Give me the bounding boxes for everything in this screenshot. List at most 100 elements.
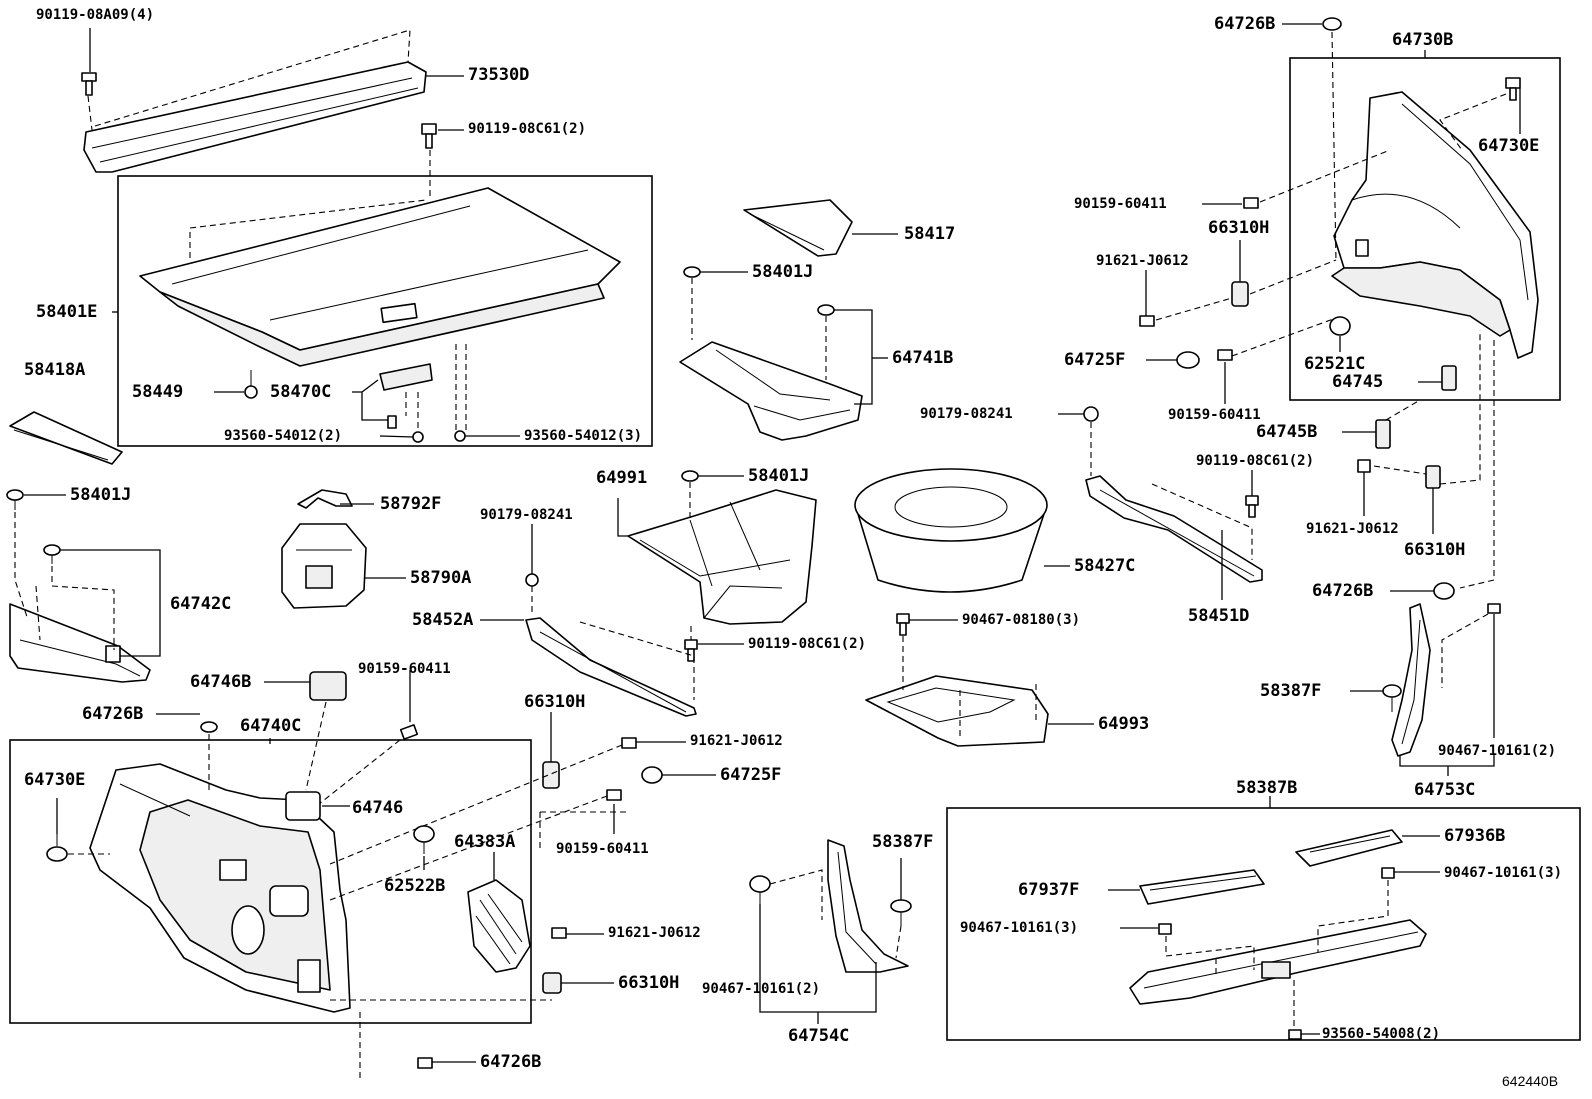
callout-66310H: 66310H [524, 692, 586, 712]
callout-64726B: 64726B [1214, 14, 1276, 34]
mat-58418A [9, 411, 123, 465]
clip-icon [6, 489, 61, 564]
callout-90119-08C61: 90119-08C61(2) [748, 636, 867, 652]
clip-icon [1322, 17, 1342, 31]
clip-icon [749, 875, 771, 904]
nut-icon [525, 573, 539, 587]
callout-58387B: 58387B [1236, 778, 1298, 798]
handle-58792F [297, 489, 353, 509]
quarter-trim-64730B [1331, 91, 1539, 359]
callout-93560-54008: 93560-54008(2) [1322, 1026, 1441, 1042]
scuff-plate-58387B [1129, 919, 1427, 1005]
callout-90467-08180: 90467-08180(3) [962, 612, 1081, 628]
panel-64741B [679, 341, 863, 441]
clip-icon [683, 266, 701, 278]
callout-90159-60411: 90159-60411 [1168, 407, 1261, 423]
callout-58470C: 58470C [270, 382, 332, 402]
screw-icon [417, 1057, 433, 1069]
callout-91621-J0612: 91621-J0612 [608, 925, 701, 941]
screw-icon [1245, 495, 1259, 518]
callout-64383A: 64383A [454, 832, 516, 852]
callout-90159-60411: 90159-60411 [1074, 196, 1167, 212]
callout-64726B: 64726B [1312, 581, 1374, 601]
callout-90159-60411: 90159-60411 [556, 841, 649, 857]
clip-62522B [413, 825, 435, 854]
callout-91621-J0612: 91621-J0612 [1096, 253, 1189, 269]
callout-91621-J0612: 91621-J0612 [690, 733, 783, 749]
pin-icon [1382, 684, 1402, 712]
callout-90467-10161: 90467-10161(2) [702, 981, 821, 997]
bracket-64745 [1441, 365, 1457, 391]
leader-lines [24, 23, 1521, 1063]
tonneau-cover-58401E [139, 187, 621, 367]
clip-icon [46, 832, 68, 862]
callout-58452A: 58452A [412, 610, 474, 630]
tray-64991 [627, 489, 817, 625]
callout-90159-60411: 90159-60411 [358, 661, 451, 677]
cover-58417 [743, 199, 853, 257]
clip-62521C [1329, 316, 1351, 336]
trim-58452A [525, 617, 697, 717]
vent-64746B [309, 671, 347, 701]
callout-64746: 64746 [352, 798, 404, 818]
callout-64745: 64745 [1332, 372, 1384, 392]
callout-58417: 58417 [904, 224, 956, 244]
callout-64740C: 64740C [240, 716, 302, 736]
callout-64742C: 64742C [170, 594, 232, 614]
callout-64725F: 64725F [1064, 350, 1126, 370]
screw-icon [1505, 77, 1521, 101]
callout-90119-08A09: 90119-08A09(4) [36, 7, 155, 23]
diagram-reference-number: 642440B [1502, 1073, 1559, 1089]
callout-58401E: 58401E [36, 302, 98, 322]
callout-64730E: 64730E [24, 770, 86, 790]
callout-58401J: 58401J [70, 485, 132, 505]
callout-62522B: 62522B [384, 876, 446, 896]
screw-icon [684, 639, 698, 662]
bracket-66310H [542, 761, 560, 789]
screw-icon [1217, 349, 1233, 361]
screw-icon [454, 430, 466, 442]
callout-90467-10161: 90467-10161(2) [1438, 743, 1557, 759]
callout-64745B: 64745B [1256, 422, 1318, 442]
callout-64991: 64991 [596, 468, 648, 488]
callout-58449: 58449 [132, 382, 184, 402]
pillar-64754C [827, 839, 909, 973]
pin-icon [244, 370, 258, 399]
screw-icon [1357, 459, 1371, 473]
clip-icon [641, 766, 663, 784]
callout-64754C: 64754C [788, 1026, 850, 1046]
rail-73530D [83, 29, 427, 173]
screw-icon [551, 737, 637, 939]
nut-icon [1083, 406, 1099, 422]
pad-64746 [285, 791, 321, 821]
callout-64726B: 64726B [480, 1052, 542, 1072]
callout-67937F: 67937F [1018, 880, 1080, 900]
callout-64726B: 64726B [82, 704, 144, 724]
callout-58418A: 58418A [24, 360, 86, 380]
callout-64741B: 64741B [892, 348, 954, 368]
screw-icon [1487, 603, 1501, 614]
mat-64993 [865, 675, 1049, 747]
callout-93560-54012-2: 93560-54012(2) [224, 428, 343, 444]
callout-64730B: 64730B [1392, 30, 1454, 50]
callout-58387F: 58387F [872, 832, 934, 852]
pillar-64753C [1391, 603, 1431, 757]
callout-66310H: 66310H [1404, 540, 1466, 560]
box-58427C [854, 468, 1048, 593]
callout-64753C: 64753C [1414, 780, 1476, 800]
callout-90467-10161: 90467-10161(3) [1444, 865, 1563, 881]
bracket-66310H [542, 972, 562, 994]
side-trim-64740C [89, 763, 351, 1013]
tray-58790A [281, 523, 367, 609]
callout-66310H: 66310H [1208, 218, 1270, 238]
callout-90179-08241: 90179-08241 [480, 507, 573, 523]
bracket-66310H [1425, 465, 1441, 489]
clip-icon [200, 721, 218, 733]
clip-icon [817, 304, 835, 316]
clip-58470C [379, 363, 433, 443]
callout-64993: 64993 [1098, 714, 1150, 734]
clip-icon [1176, 351, 1200, 369]
callout-64730E: 64730E [1478, 136, 1540, 156]
callout-67936B: 67936B [1444, 826, 1506, 846]
